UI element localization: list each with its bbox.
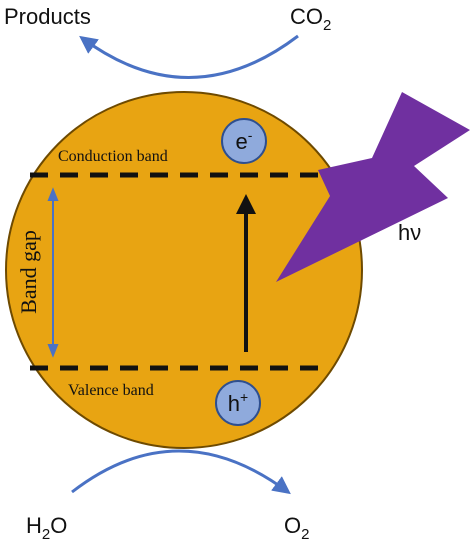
semiconductor-particle — [5, 91, 363, 449]
h2o-label: H2O — [26, 513, 67, 543]
hole-label: h+ — [228, 389, 248, 416]
lightning-icon — [276, 92, 470, 282]
electron-label: e- — [236, 127, 253, 154]
o2-label: O2 — [284, 513, 309, 543]
co2-label: CO2 — [290, 4, 331, 34]
hole-circle — [215, 380, 261, 426]
band-gap-label: Band gap — [16, 230, 41, 314]
products-label: Products — [4, 4, 91, 29]
conduction-band-label: Conduction band — [58, 148, 168, 165]
h2o-to-o2-arrow — [71, 449, 291, 495]
co2-to-products-arrow — [79, 34, 299, 79]
valence-band-label: Valence band — [68, 382, 154, 399]
electron-circle — [221, 118, 267, 164]
photon-label: hν — [398, 220, 421, 245]
